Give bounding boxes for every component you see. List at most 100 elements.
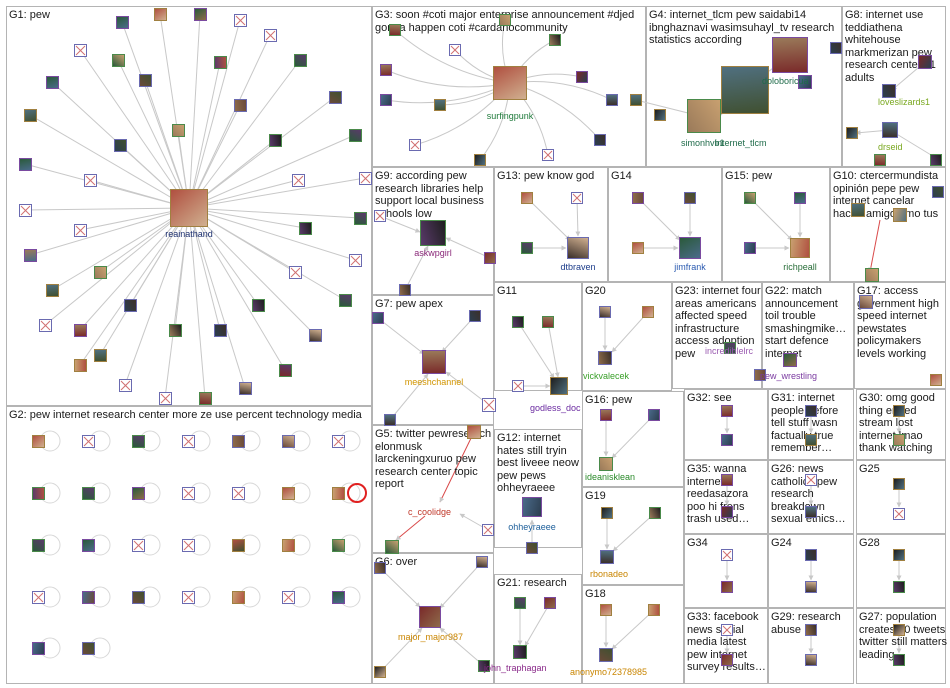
user-avatar-node[interactable] [419, 606, 441, 628]
user-avatar-node[interactable] [93, 265, 107, 279]
user-avatar-node[interactable] [171, 123, 185, 137]
user-avatar-node[interactable] [865, 268, 879, 282]
user-avatar-node[interactable] [783, 353, 797, 367]
user-avatar-node[interactable] [805, 434, 817, 446]
user-avatar-node[interactable] [830, 42, 842, 54]
user-avatar-node[interactable] [213, 323, 227, 337]
user-avatar-node[interactable] [630, 94, 642, 106]
user-avatar-node[interactable] [805, 506, 817, 518]
user-avatar-node[interactable] [893, 434, 905, 446]
user-avatar-node[interactable] [45, 75, 59, 89]
missing-avatar-icon[interactable] [38, 318, 52, 332]
user-avatar-node[interactable] [600, 409, 612, 421]
user-avatar-node[interactable] [420, 220, 446, 246]
missing-avatar-icon[interactable] [374, 210, 386, 222]
user-avatar-node[interactable] [499, 14, 511, 26]
user-avatar-node[interactable] [478, 660, 490, 672]
user-avatar-node[interactable] [567, 237, 589, 259]
user-avatar-node[interactable] [601, 507, 613, 519]
user-avatar-node[interactable] [754, 369, 766, 381]
user-avatar-node[interactable] [521, 242, 533, 254]
user-avatar-node[interactable] [893, 581, 905, 593]
user-avatar-node[interactable] [113, 138, 127, 152]
user-avatar-node[interactable] [385, 540, 399, 554]
missing-avatar-icon[interactable] [721, 549, 733, 561]
missing-avatar-icon[interactable] [291, 173, 305, 187]
user-avatar-node[interactable] [514, 597, 526, 609]
user-avatar-node[interactable] [882, 122, 898, 138]
missing-avatar-icon[interactable] [288, 265, 302, 279]
user-avatar-node[interactable] [882, 84, 896, 98]
user-avatar-node[interactable] [298, 221, 312, 235]
user-avatar-node[interactable] [721, 581, 733, 593]
user-avatar-node[interactable] [851, 203, 865, 217]
user-avatar-node[interactable] [372, 312, 384, 324]
missing-avatar-icon[interactable] [348, 253, 362, 267]
user-avatar-node[interactable] [846, 127, 858, 139]
missing-avatar-icon[interactable] [73, 223, 87, 237]
missing-avatar-icon[interactable] [281, 590, 295, 604]
missing-avatar-icon[interactable] [805, 474, 817, 486]
user-avatar-node[interactable] [493, 66, 527, 100]
user-avatar-node[interactable] [476, 556, 488, 568]
user-avatar-node[interactable] [308, 328, 322, 342]
user-avatar-node[interactable] [331, 486, 345, 500]
user-avatar-node[interactable] [721, 474, 733, 486]
user-avatar-node[interactable] [599, 457, 613, 471]
missing-avatar-icon[interactable] [512, 380, 524, 392]
missing-avatar-icon[interactable] [449, 44, 461, 56]
user-avatar-node[interactable] [399, 284, 411, 296]
user-avatar-node[interactable] [893, 624, 905, 636]
missing-avatar-icon[interactable] [231, 486, 245, 500]
user-avatar-node[interactable] [231, 434, 245, 448]
user-avatar-node[interactable] [231, 590, 245, 604]
missing-avatar-icon[interactable] [31, 590, 45, 604]
user-avatar-node[interactable] [353, 211, 367, 225]
user-avatar-node[interactable] [512, 316, 524, 328]
user-avatar-node[interactable] [544, 597, 556, 609]
user-avatar-node[interactable] [198, 391, 212, 405]
user-avatar-node[interactable] [576, 71, 588, 83]
user-avatar-node[interactable] [123, 298, 137, 312]
user-avatar-node[interactable] [81, 538, 95, 552]
user-avatar-node[interactable] [238, 381, 252, 395]
user-avatar-node[interactable] [599, 648, 613, 662]
missing-avatar-icon[interactable] [893, 508, 905, 520]
missing-avatar-icon[interactable] [118, 378, 132, 392]
user-avatar-node[interactable] [81, 486, 95, 500]
missing-avatar-icon[interactable] [181, 486, 195, 500]
user-avatar-node[interactable] [73, 323, 87, 337]
user-avatar-node[interactable] [893, 405, 905, 417]
missing-avatar-icon[interactable] [233, 13, 247, 27]
user-avatar-node[interactable] [513, 645, 527, 659]
user-avatar-node[interactable] [930, 154, 942, 166]
user-avatar-node[interactable] [233, 98, 247, 112]
user-avatar-node[interactable] [649, 507, 661, 519]
user-avatar-node[interactable] [874, 154, 886, 166]
user-avatar-node[interactable] [474, 154, 486, 166]
user-avatar-node[interactable] [153, 7, 167, 21]
user-avatar-node[interactable] [23, 108, 37, 122]
user-avatar-node[interactable] [932, 186, 944, 198]
user-avatar-node[interactable] [281, 434, 295, 448]
missing-avatar-icon[interactable] [542, 149, 554, 161]
user-avatar-node[interactable] [654, 109, 666, 121]
user-avatar-node[interactable] [193, 7, 207, 21]
user-avatar-node[interactable] [600, 604, 612, 616]
user-avatar-node[interactable] [721, 66, 769, 114]
user-avatar-node[interactable] [268, 133, 282, 147]
user-avatar-node[interactable] [805, 549, 817, 561]
user-avatar-node[interactable] [281, 486, 295, 500]
user-avatar-node[interactable] [251, 298, 265, 312]
user-avatar-node[interactable] [168, 323, 182, 337]
missing-avatar-icon[interactable] [131, 538, 145, 552]
user-avatar-node[interactable] [31, 641, 45, 655]
missing-avatar-icon[interactable] [83, 173, 97, 187]
user-avatar-node[interactable] [213, 55, 227, 69]
user-avatar-node[interactable] [798, 75, 812, 89]
user-avatar-node[interactable] [790, 238, 810, 258]
user-avatar-node[interactable] [31, 434, 45, 448]
user-avatar-node[interactable] [550, 377, 568, 395]
missing-avatar-icon[interactable] [81, 434, 95, 448]
missing-avatar-icon[interactable] [721, 624, 733, 636]
